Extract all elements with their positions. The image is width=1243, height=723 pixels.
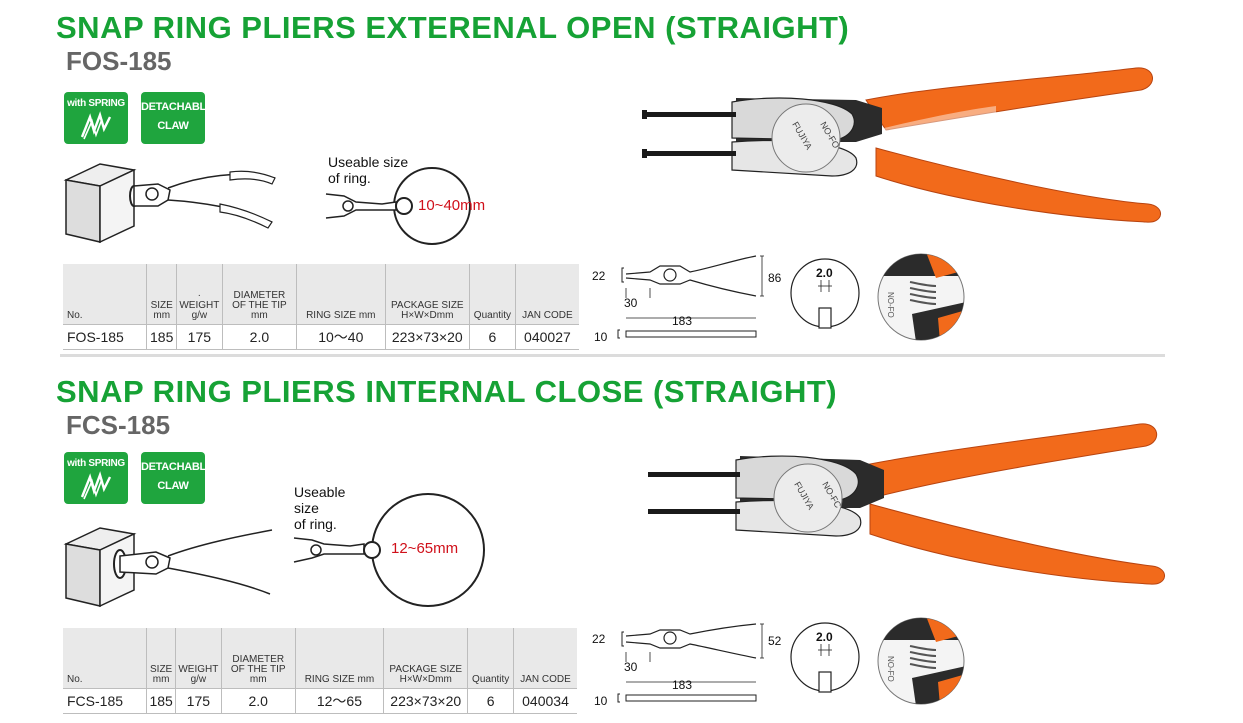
dim-thickness: 10 [594, 694, 608, 708]
dim-tip-height: 22 [592, 632, 606, 646]
col-jan: JAN CODE [514, 264, 579, 325]
col-ring-size: RING SIZE mm [294, 628, 384, 689]
spring-icon [80, 471, 112, 500]
dim-opening: 86 [768, 271, 782, 285]
section-divider [60, 354, 1165, 357]
product-title: SNAP RING PLIERS EXTERENAL OPEN (STRAIGH… [56, 10, 850, 45]
dim-tip-diameter: 2.0 [816, 630, 833, 644]
usage-illustration [63, 163, 276, 244]
svg-text:NO-FO: NO-FO [886, 656, 895, 682]
product-model: FCS-185 [66, 410, 171, 440]
ring-size-range: 10~40mm [418, 197, 486, 214]
product-section-fos-185: SNAP RING PLIERS EXTERENAL OPEN (STRAIGH… [0, 0, 1243, 359]
dim-tip-height: 22 [592, 269, 606, 283]
dim-tip-length: 30 [624, 296, 638, 310]
ring-size-diagram [293, 493, 485, 607]
dim-total-length: 183 [672, 678, 693, 692]
product-photo: FUJIYA NO-FO [642, 67, 1161, 223]
table-row: FCS-185 185 175 2.0 12〜65 223×73×20 6 04… [63, 688, 577, 714]
col-ring-size: RING SIZE mm [296, 264, 386, 325]
with-spring-badge: with SPRING [64, 92, 128, 144]
tip-diameter-diagram [790, 622, 860, 693]
spring-closeup-photo: NO-FO [877, 253, 965, 341]
dim-total-length: 183 [672, 314, 693, 328]
spring-closeup-photo: NO-FO [877, 617, 965, 705]
dim-tip-diameter: 2.0 [816, 266, 833, 280]
product-section-fcs-185: SNAP RING PLIERS INTERNAL CLOSE (STRAIGH… [0, 364, 1243, 723]
ring-size-diagram [325, 167, 471, 245]
usage-illustration [63, 527, 273, 608]
ring-size-range: 12~65mm [391, 540, 459, 557]
col-quantity: Quantity [469, 264, 516, 325]
pliers-handle-icon [859, 423, 1157, 497]
detachable-claw-badge: DETACHABLECLAW [141, 452, 205, 504]
product-model: FOS-185 [66, 46, 172, 76]
dimension-drawing [617, 255, 764, 339]
col-no: No. [63, 264, 147, 325]
table-row: FOS-185 185 175 2.0 10〜40 223×73×20 6 04… [63, 324, 579, 350]
col-no: No. [63, 628, 147, 689]
with-spring-badge: with SPRING [64, 452, 128, 504]
dim-opening: 52 [768, 634, 782, 648]
pliers-handle-icon [865, 67, 1153, 131]
spring-icon [80, 111, 112, 140]
dim-tip-length: 30 [624, 660, 638, 674]
svg-text:NO-FO: NO-FO [886, 292, 895, 318]
product-photo: FUJIYA NO-FC [648, 423, 1165, 585]
col-jan: JAN CODE [513, 628, 577, 689]
tip-diameter-diagram [790, 258, 860, 329]
col-quantity: Quantity [467, 628, 514, 689]
product-title: SNAP RING PLIERS INTERNAL CLOSE (STRAIGH… [56, 374, 838, 409]
dim-thickness: 10 [594, 330, 608, 344]
detachable-claw-badge: DETACHABLECLAW [141, 92, 205, 144]
dimension-drawing [617, 623, 764, 703]
